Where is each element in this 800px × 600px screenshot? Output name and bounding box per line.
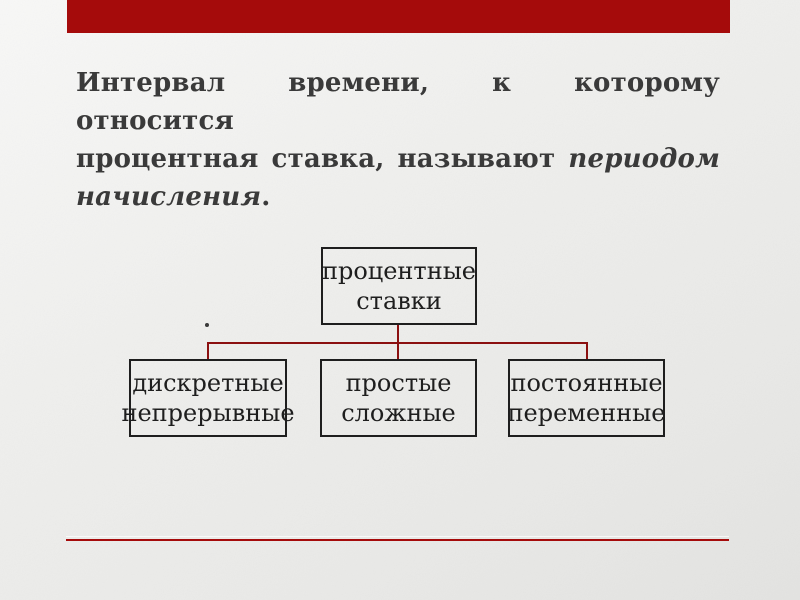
emphasized-term: периодом: [568, 144, 720, 174]
paragraph-line-3: начисления.: [76, 178, 720, 216]
emphasized-term: начисления: [76, 182, 262, 212]
paragraph-text-segment: .: [261, 182, 271, 212]
diagram-box-interest-rates: процентные ставки: [321, 247, 477, 325]
stray-period-dot: [205, 323, 209, 327]
connector-drop-right: [586, 344, 588, 359]
bottom-rule-highlight: [66, 536, 729, 537]
connector-drop-middle: [397, 344, 399, 359]
definition-paragraph: Интервал времени, к которому относится п…: [76, 64, 720, 216]
top-accent-bar: [67, 0, 730, 33]
diagram-box-label: дискретные непрерывные: [121, 369, 295, 427]
connector-horizontal: [207, 342, 588, 344]
diagram-box-discrete-continuous: дискретные непрерывные: [121, 359, 295, 437]
paragraph-line-1: Интервал времени, к которому относится: [76, 64, 720, 140]
connector-root-stem: [397, 325, 399, 342]
diagram-box-constant-variable: постоянные переменные: [508, 359, 665, 437]
paragraph-text-segment: процентная ставка, называют: [76, 144, 556, 174]
diagram-box-label: постоянные переменные: [507, 369, 666, 427]
diagram-box-label: процентные ставки: [321, 257, 477, 315]
paragraph-line-2: процентная ставка, называют периодом: [76, 140, 720, 178]
bottom-accent-line: [66, 539, 729, 541]
paragraph-text-segment: Интервал времени, к которому относится: [76, 68, 720, 136]
connector-drop-left: [207, 344, 209, 359]
diagram-box-label: простые сложные: [341, 369, 456, 427]
diagram-box-simple-compound: простые сложные: [320, 359, 477, 437]
